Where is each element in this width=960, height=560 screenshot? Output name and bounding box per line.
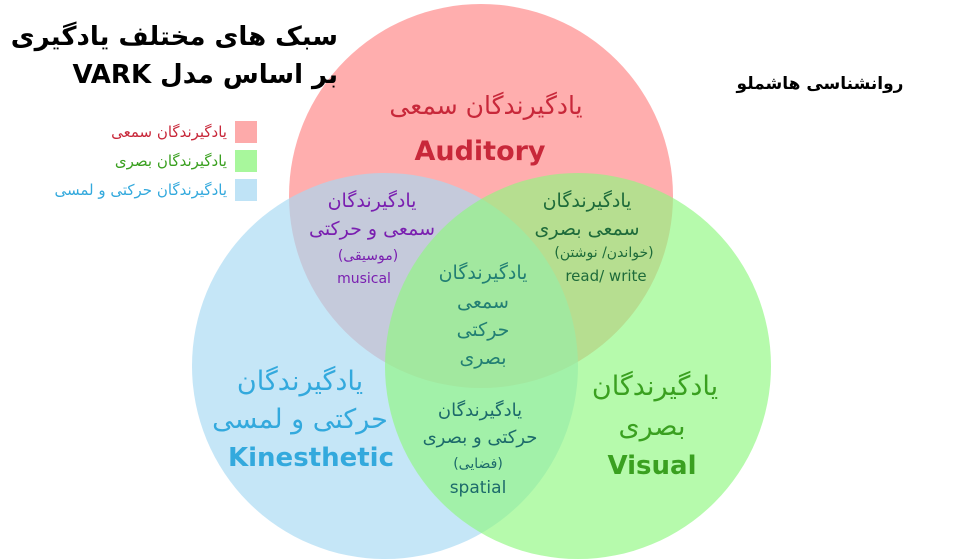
- kin-vis-label-fa-2: حرکتی و بصری: [422, 427, 538, 448]
- legend-swatch: [235, 150, 257, 172]
- kinesthetic-label-fa-2: حرکتی و لمسی: [212, 404, 388, 435]
- kinesthetic-label-fa-1: یادگیرندگان: [236, 366, 364, 397]
- aud-kin-label-fa-2: سمعی و حرکتی: [308, 218, 436, 240]
- legend-swatch: [235, 179, 257, 201]
- visual-circle: [385, 173, 771, 559]
- legend-item-kinesthetic: یادگیرندگان حرکتی و لمسی: [54, 179, 257, 201]
- legend-item-auditory: یادگیرندگان سمعی: [111, 121, 257, 143]
- aud-vis-label-fa-1: یادگیرندگان: [542, 190, 632, 212]
- aud-vis-label-fa-2: سمعی بصری: [534, 218, 640, 240]
- aud-kin-label-fa-3: (موسیقی): [337, 248, 399, 264]
- center-label-fa-2: سمعی: [457, 291, 509, 313]
- legend-label: یادگیرندگان حرکتی و لمسی: [54, 181, 227, 199]
- auditory-label-en: Auditory: [414, 136, 546, 167]
- title-line-1: سبک های مختلف یادگیری: [10, 22, 338, 52]
- aud-kin-label-en: musical: [337, 271, 391, 287]
- visual-label-fa-2: بصری: [618, 411, 686, 442]
- legend-label: یادگیرندگان سمعی: [111, 123, 227, 141]
- aud-vis-label-fa-3: (خواندن/ نوشتن): [554, 245, 654, 261]
- visual-label-fa-1: یادگیرندگان: [591, 371, 719, 402]
- kin-vis-label-fa-1: یادگیرندگان: [437, 400, 523, 421]
- visual-label-en: Visual: [607, 451, 697, 481]
- aud-vis-label-en: read/ write: [565, 267, 647, 285]
- center-label-fa-1: یادگیرندگان: [438, 262, 528, 284]
- legend-label: یادگیرندگان بصری: [114, 152, 227, 170]
- center-label-fa-3: حرکتی: [456, 319, 510, 341]
- center-label-fa-4: بصری: [459, 347, 507, 369]
- credit-text: روانشناسی هاشملو: [736, 74, 904, 94]
- kin-vis-label-fa-3: (فضایی): [453, 456, 503, 472]
- aud-kin-label-fa-1: یادگیرندگان: [327, 190, 417, 212]
- auditory-label-fa: یادگیرندگان سمعی: [389, 91, 583, 120]
- legend-swatch: [235, 121, 257, 143]
- title-line-2: بر اساس مدل VARK: [72, 60, 338, 90]
- legend-item-visual: یادگیرندگان بصری: [115, 150, 257, 172]
- kinesthetic-label-en: Kinesthetic: [227, 443, 395, 473]
- kin-vis-label-en: spatial: [449, 478, 507, 498]
